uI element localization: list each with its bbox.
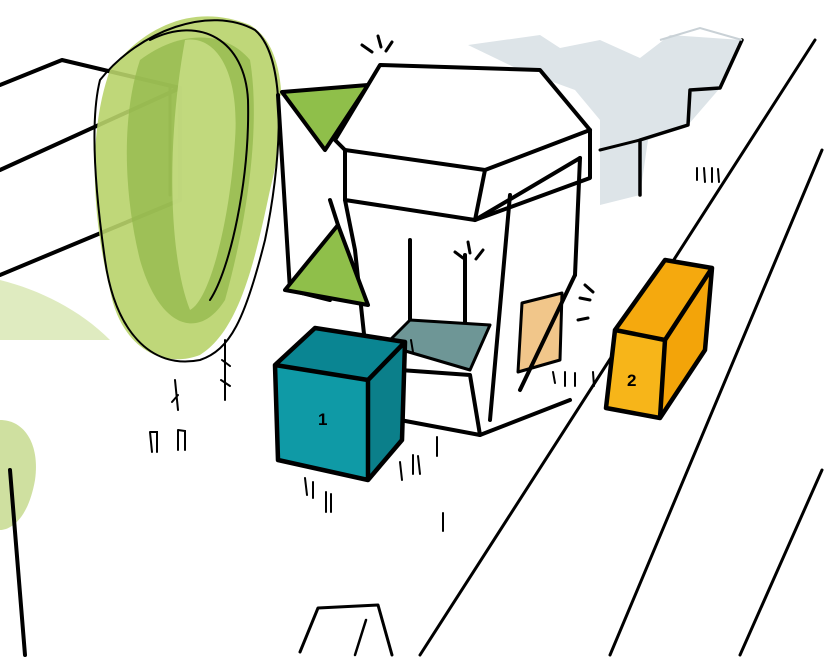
- box-2: 2: [606, 260, 712, 418]
- box-1-label: 1: [318, 410, 327, 429]
- lawn: [0, 280, 110, 655]
- box-2-label: 2: [627, 371, 636, 390]
- box-1: 1: [275, 328, 405, 480]
- tree: [95, 16, 282, 410]
